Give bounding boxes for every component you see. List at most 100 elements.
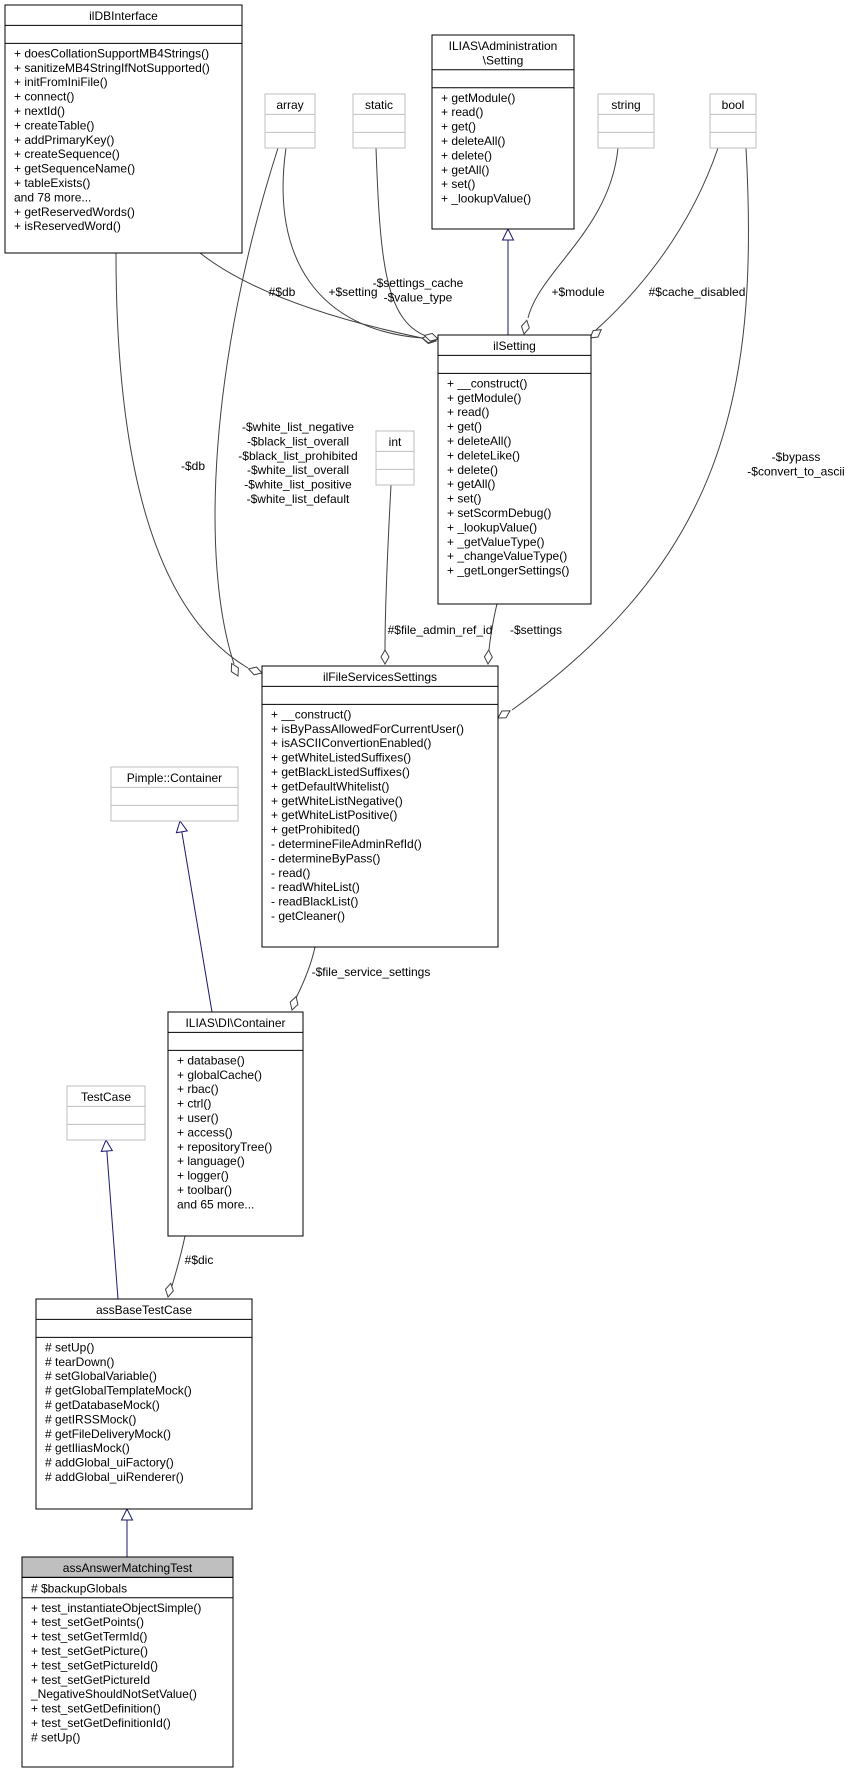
- class-method: + access(): [177, 1125, 233, 1139]
- class-array: array: [264, 93, 316, 149]
- class-method: + read(): [447, 405, 489, 419]
- inheritance-assbasetestcase-to-testcase: [106, 1150, 119, 1300]
- class-name: ILIAS\Administration: [449, 39, 558, 53]
- class-method: + test_setGetDefinitionId(): [31, 1716, 171, 1730]
- class-box: [110, 766, 239, 822]
- class-method: # setGlobalVariable(): [45, 1369, 157, 1383]
- class-method: - determineFileAdminRefId(): [271, 837, 422, 851]
- class-administration-setting: ILIAS\Administration\Setting+ getModule(…: [431, 34, 575, 230]
- association-module: [527, 147, 619, 319]
- edge-label-line: +$setting: [328, 285, 377, 299]
- association-file-admin-ref-id: [384, 484, 392, 651]
- class-name: assAnswerMatchingTest: [63, 1561, 193, 1575]
- edge-label-line: -$white_list_default: [247, 492, 350, 506]
- class-int: int: [375, 430, 415, 486]
- class-method: # setUp(): [45, 1340, 94, 1354]
- class-method: + language(): [177, 1154, 245, 1168]
- class-method: + delete(): [441, 148, 492, 162]
- class-method: + _getLongerSettings(): [447, 564, 569, 578]
- class-method: + ctrl(): [177, 1097, 211, 1111]
- class-method: # getDatabaseMock(): [45, 1398, 160, 1412]
- class-method: + nextId(): [14, 104, 65, 118]
- aggregation-diamond: [423, 332, 439, 342]
- class-method: + rbac(): [177, 1082, 219, 1096]
- diagram-classes: ilDBInterface+ doesCollationSupportMB4St…: [4, 4, 757, 1768]
- class-method: + getWhiteListNegative(): [271, 794, 403, 808]
- class-method: and 78 more...: [14, 190, 91, 204]
- class-method: + addPrimaryKey(): [14, 133, 114, 147]
- edge-label-db-fss: -$db: [181, 459, 205, 473]
- class-method: and 65 more...: [177, 1197, 254, 1211]
- class-testcase: TestCase: [66, 1085, 146, 1141]
- aggregation-diamond: [520, 319, 530, 335]
- edge-label-line: -$white_list_positive: [244, 478, 352, 492]
- class-method: + test_setGetDefinition(): [31, 1702, 161, 1716]
- edge-label-line: -$file_service_settings: [312, 965, 431, 979]
- class-method: - readWhiteList(): [271, 880, 360, 894]
- class-method: # setUp(): [31, 1730, 80, 1744]
- class-box: [66, 1085, 146, 1141]
- class-method: - getCleaner(): [271, 909, 345, 923]
- class-method: + isReservedWord(): [14, 219, 121, 233]
- aggregation-diamond: [589, 328, 603, 339]
- association-db-fss: [115, 252, 249, 669]
- class-method: + getAll(): [441, 163, 489, 177]
- class-method: + read(): [441, 105, 483, 119]
- class-method: # getGlobalTemplateMock(): [45, 1384, 192, 1398]
- edge-label-file-admin-ref-id: #$file_admin_ref_id: [388, 623, 493, 637]
- edge-label-line: -$settings_cache: [373, 276, 464, 290]
- class-box: [431, 34, 575, 230]
- class-method: - readBlackList(): [271, 895, 358, 909]
- class-bool: bool: [709, 93, 757, 149]
- association-bypass: [511, 147, 750, 711]
- association-db-setting: [199, 252, 423, 339]
- association-dic: [171, 1235, 186, 1287]
- class-di-container: ILIAS\DI\Container+ database()+ globalCa…: [167, 1011, 304, 1237]
- class-method: + doesCollationSupportMB4Strings(): [14, 46, 209, 60]
- edge-label-line: -$white_list_negative: [242, 420, 354, 434]
- class-name: static: [365, 98, 393, 112]
- class-name: int: [389, 435, 402, 449]
- class-method: + isASCIIConvertionEnabled(): [271, 736, 431, 750]
- class-method: + getAll(): [447, 477, 495, 491]
- class-assanswermatchingtest: assAnswerMatchingTest# $backupGlobals+ t…: [21, 1556, 234, 1768]
- association-file-service-settings: [295, 946, 316, 999]
- class-method: + sanitizeMB4StringIfNotSupported(): [14, 61, 210, 75]
- edge-label-settings-cache: -$settings_cache-$value_type: [373, 276, 464, 304]
- class-method: + deleteLike(): [447, 448, 520, 462]
- class-method: + __construct(): [271, 707, 351, 721]
- edge-label-line: -$convert_to_ascii: [747, 464, 844, 478]
- class-method: + deleteAll(): [447, 434, 511, 448]
- inheritance-arrowhead: [175, 819, 189, 834]
- class-method: + connect(): [14, 90, 74, 104]
- aggregation-diamond: [380, 648, 390, 666]
- class-method: + test_setGetPicture(): [31, 1644, 148, 1658]
- class-name: TestCase: [81, 1090, 131, 1104]
- class-method: + getWhiteListPositive(): [271, 808, 397, 822]
- class-method: # addGlobal_uiRenderer(): [45, 1470, 184, 1484]
- edge-label-line: -$black_list_prohibited: [238, 449, 357, 463]
- class-box: [264, 93, 316, 149]
- class-method: + set(): [441, 177, 475, 191]
- edge-label-line: #$db: [269, 285, 296, 299]
- association-settings-cache: [375, 147, 427, 337]
- class-method: # addGlobal_uiFactory(): [45, 1456, 174, 1470]
- class-name: string: [611, 98, 640, 112]
- edge-label-db-setting: #$db: [269, 285, 296, 299]
- edge-label-line: #$dic: [185, 1253, 214, 1267]
- diagram-edge-labels: #$db +$setting-$settings_cache-$value_typ…: [181, 276, 845, 1267]
- class-ilfileservicessettings: ilFileServicesSettings+ __construct()+ i…: [261, 665, 499, 948]
- class-box: [597, 93, 655, 149]
- aggregation-diamond: [164, 1282, 174, 1298]
- inheritance-arrowhead: [501, 227, 515, 241]
- class-method: + test_setGetTermId(): [31, 1630, 147, 1644]
- class-box: [709, 93, 757, 149]
- class-method: + setScormDebug(): [447, 506, 551, 520]
- association-settings: [488, 603, 498, 651]
- edge-label-line: -$db: [181, 459, 205, 473]
- class-pimple-container: Pimple::Container: [110, 766, 239, 822]
- class-method: + deleteAll(): [441, 134, 505, 148]
- class-method: + getDefaultWhitelist(): [271, 779, 389, 793]
- class-name: \Setting: [483, 53, 524, 67]
- class-method: + getSequenceName(): [14, 162, 135, 176]
